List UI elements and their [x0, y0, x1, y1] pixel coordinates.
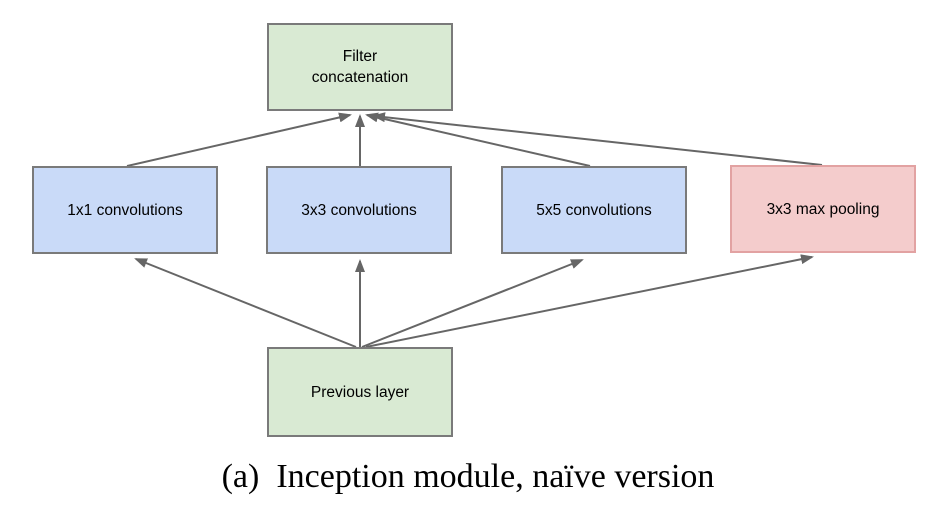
- node-5x5-convolutions: 5x5 convolutions: [501, 166, 687, 254]
- edge-prev-to-maxpool: [365, 254, 814, 348]
- node-previous-layer: Previous layer: [267, 347, 453, 437]
- node-3x3-convolutions: 3x3 convolutions: [266, 166, 452, 254]
- edge-prev-to-conv5x5: [361, 259, 584, 348]
- edge-conv5x5-to-concat: [365, 112, 591, 167]
- edge-maxpool-to-concat: [372, 112, 823, 166]
- figure-caption: (a) Inception module, naïve version: [221, 458, 715, 495]
- node-filter-concatenation: Filter concatenation: [267, 23, 453, 111]
- edge-prev-to-conv1x1: [134, 258, 357, 348]
- node-1x1-convolutions: 1x1 convolutions: [32, 166, 218, 254]
- node-3x3-max-pooling: 3x3 max pooling: [730, 165, 916, 253]
- edge-conv1x1-to-concat: [126, 112, 352, 167]
